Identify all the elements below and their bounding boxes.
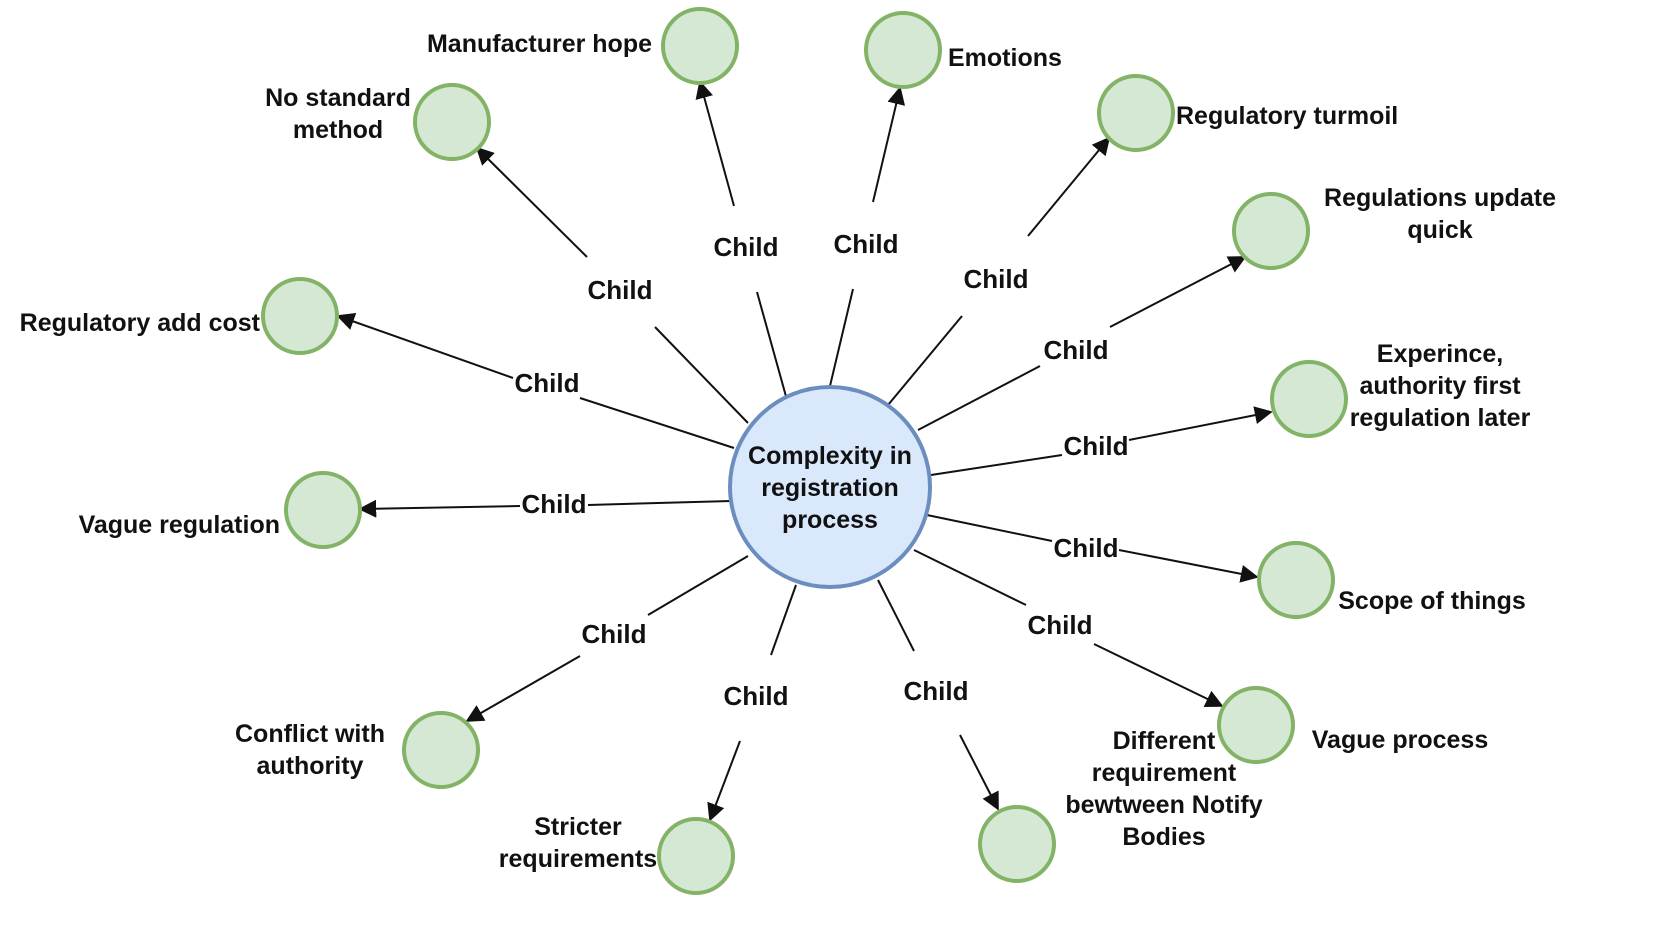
child-label-line: Vague regulation [79,511,280,539]
child-label-line: Manufacturer hope [427,30,652,58]
child-label-line: Experince, [1377,340,1503,368]
edge-arrow-no-standard-method [475,146,588,258]
child-label-line: Emotions [948,44,1062,72]
edge-label-regulations-update-quick: Child [1044,335,1109,365]
edge-label-experience-authority-first: Child [1064,431,1129,461]
child-label-line: Vague process [1312,726,1488,754]
child-label-scope-of-things: Scope of things [1338,587,1526,615]
child-label-line: Bodies [1122,823,1205,851]
edge-label-conflict-with-authority: Child [582,619,647,649]
child-label-conflict-with-authority: Conflict with authority [235,720,385,780]
child-node-scope-of-things[interactable] [1257,541,1335,619]
child-label-line: authority first [1359,372,1521,400]
center-label-line: process [782,506,878,534]
edge-segment-no-standard-method [654,326,749,424]
edge-label-no-standard-method: Child [588,275,653,305]
child-label-line: Different [1113,727,1216,755]
child-label-regulations-update-quick: Regulations update quick [1324,184,1556,244]
child-label-line: No standard [265,84,411,112]
center-label: Complexity in registration process [748,442,912,534]
edge-arrow-vague-regulation [358,499,521,518]
edge-label-emotions: Child [834,229,899,259]
child-label-line: Regulatory turmoil [1176,102,1398,130]
edge-segment-scope-of-things [926,514,1053,542]
edge-segment-emotions [829,288,854,387]
child-node-regulatory-add-cost[interactable] [261,277,339,355]
edge-arrow-conflict-with-authority [465,655,581,722]
child-label-vague-process: Vague process [1312,726,1488,754]
edge-segment-regulatory-turmoil [887,315,963,406]
edge-segment-manufacturer-hope [756,291,788,401]
child-node-experience-authority-first[interactable] [1270,360,1348,438]
edge-segment-vague-process [913,549,1027,606]
edge-label-different-requirement: Child [904,676,969,706]
edge-segment-regulatory-add-cost [579,397,735,449]
edge-label-regulatory-turmoil: Child [964,264,1029,294]
edge-label-scope-of-things: Child [1054,533,1119,563]
edge-arrow-regulatory-turmoil [1027,136,1111,237]
child-label-line: bewtween Notify [1065,791,1262,819]
child-label-vague-regulation: Vague regulation [79,511,280,539]
child-label-line: Stricter [534,813,622,841]
edge-arrow-experience-authority-first [1128,406,1273,441]
child-label-line: Regulations update [1324,184,1556,212]
edge-arrow-regulations-update-quick [1109,256,1247,328]
edge-segment-regulations-update-quick [917,365,1041,431]
edge-arrow-stricter-requirements [707,740,741,822]
child-label-stricter-requirements: Stricter requirements [499,813,657,873]
edge-arrow-emotions [872,86,906,203]
edge-label-regulatory-add-cost: Child [515,368,580,398]
child-label-line: regulation later [1350,404,1531,432]
child-label-line: quick [1407,216,1472,244]
edge-label-stricter-requirements: Child [724,681,789,711]
center-node[interactable] [728,385,932,589]
child-node-vague-process[interactable] [1217,686,1295,764]
edge-arrow-regulatory-add-cost [336,312,514,379]
child-label-line: authority [257,752,364,780]
edge-label-vague-process: Child [1028,610,1093,640]
child-label-regulatory-add-cost: Regulatory add cost [20,309,261,337]
child-label-no-standard-method: No standard method [265,84,411,144]
child-label-emotions: Emotions [948,44,1062,72]
edge-arrow-different-requirement [959,734,999,811]
edge-segment-different-requirement [877,579,915,652]
child-node-vague-regulation[interactable] [284,471,362,549]
child-node-regulations-update-quick[interactable] [1232,192,1310,270]
child-label-line: Regulatory add cost [20,309,261,337]
edge-label-manufacturer-hope: Child [714,232,779,262]
center-label-line: registration [761,474,899,502]
edge-arrow-scope-of-things [1118,549,1259,583]
child-node-manufacturer-hope[interactable] [661,7,739,85]
edge-arrow-manufacturer-hope [695,80,735,207]
child-node-stricter-requirements[interactable] [657,817,735,895]
edge-label-vague-regulation: Child [522,489,587,519]
child-node-different-requirement[interactable] [978,805,1056,883]
child-label-line: method [293,116,383,144]
child-node-emotions[interactable] [864,11,942,89]
child-label-regulatory-turmoil: Regulatory turmoil [1176,102,1398,130]
child-node-conflict-with-authority[interactable] [402,711,480,789]
edge-segment-experience-authority-first [930,454,1063,476]
edge-segment-stricter-requirements [770,584,797,656]
edge-segment-conflict-with-authority [647,555,749,616]
child-label-line: requirement [1092,759,1237,787]
child-label-experience-authority-first: Experince, authority first regulation late… [1350,340,1531,432]
edge-segment-vague-regulation [587,500,732,506]
child-label-line: Conflict with [235,720,385,748]
child-node-no-standard-method[interactable] [413,83,491,161]
child-label-line: Scope of things [1338,587,1526,615]
center-label-line: Complexity in [748,442,912,470]
child-node-regulatory-turmoil[interactable] [1097,74,1175,152]
child-label-line: requirements [499,845,657,873]
edge-arrow-vague-process [1093,643,1224,708]
child-label-manufacturer-hope: Manufacturer hope [427,30,652,58]
